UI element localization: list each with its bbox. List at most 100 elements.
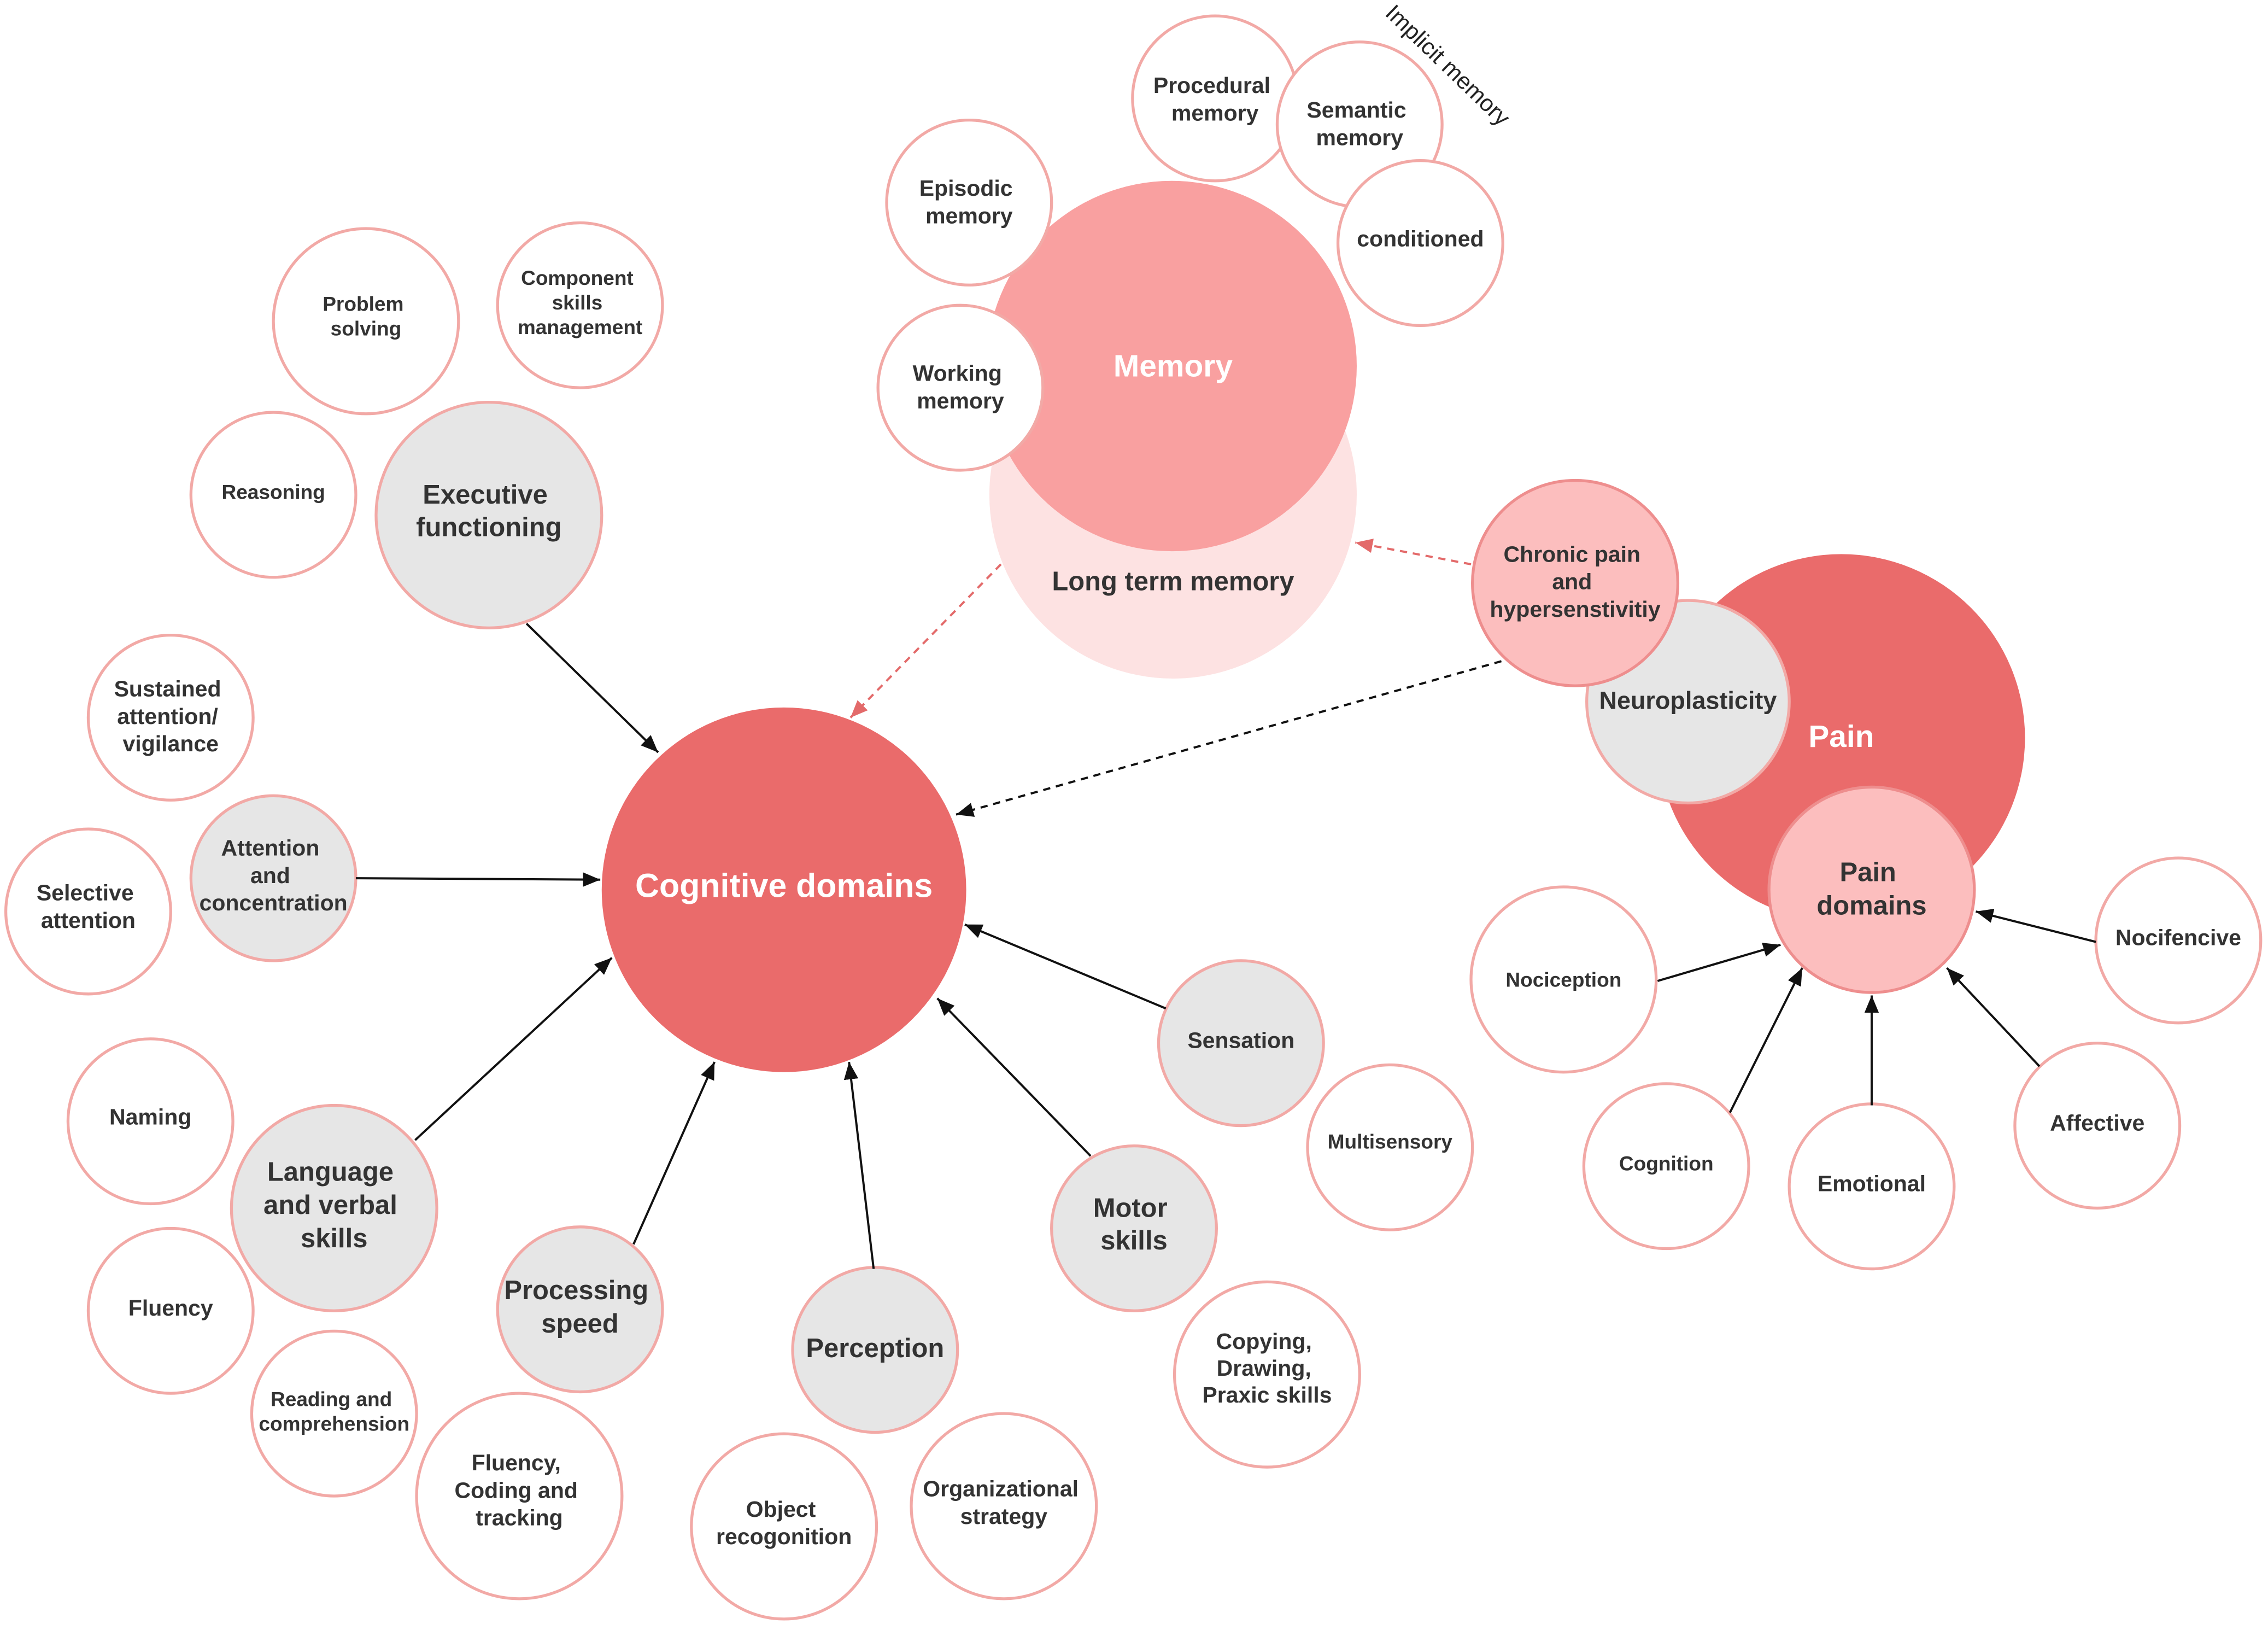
motor-skills-label-line-1: Motor xyxy=(1093,1193,1168,1223)
procedural-memory-label: Procedural memory xyxy=(1153,73,1277,125)
node-sensation: Sensation xyxy=(1157,959,1325,1127)
cognition-label-line-1: Cognition xyxy=(1619,1152,1714,1175)
arrow-sensation-to-cognitive xyxy=(964,923,1167,1010)
copying-drawing-label-line-1: Copying, xyxy=(1216,1329,1312,1354)
node-nocifencive: Nocifencive xyxy=(2094,856,2263,1025)
processing-speed-label-line-1: Processing xyxy=(504,1276,648,1305)
fluency-label-line-1: Fluency xyxy=(128,1295,213,1321)
nocifencive-label: Nocifencive xyxy=(2115,925,2241,950)
memory-label: Memory xyxy=(1114,349,1233,383)
fluency-coding-label-line-3: tracking xyxy=(476,1505,563,1530)
processing-speed-label: Processing speed xyxy=(504,1276,655,1339)
copying-drawing-praxic-label: Copying, Drawing, Praxic skills xyxy=(1202,1329,1332,1407)
nociception-circle xyxy=(1469,885,1658,1074)
memory-circle xyxy=(986,180,1357,552)
chronic-pain-label-line-2: and xyxy=(1552,569,1592,594)
node-memory: Memory xyxy=(986,180,1357,552)
node-sustained-attention: Sustained attention/ vigilance xyxy=(86,633,255,802)
organizational-strategy-label: Organizational strategy xyxy=(923,1476,1085,1529)
executive-functioning-label-line-1: Executive xyxy=(423,480,548,510)
node-affective: Affective xyxy=(2013,1042,2182,1210)
working-memory-circle xyxy=(876,303,1045,472)
copying-drawing-label-line-2: Drawing, xyxy=(1217,1356,1311,1381)
sustained-attention-circle xyxy=(86,633,255,802)
semantic-memory-label-line-1: Semantic xyxy=(1306,97,1406,122)
conditioned-label: conditioned xyxy=(1357,226,1484,252)
affective-circle xyxy=(2013,1042,2182,1210)
arrow-processing-to-cognitive xyxy=(632,1061,716,1245)
pain-label: Pain xyxy=(1808,719,1874,753)
attention-concentration-label-line-3: concentration xyxy=(200,890,348,915)
node-fluency: Fluency xyxy=(86,1226,255,1395)
node-language-verbal-skills: Language and verbal skills xyxy=(230,1103,438,1312)
fluency-label: Fluency xyxy=(128,1295,213,1321)
perception-label-line-1: Perception xyxy=(806,1334,944,1363)
node-pain-domains: Pain domains xyxy=(1767,785,1976,994)
episodic-memory-label: Episodic memory xyxy=(919,176,1019,228)
object-recognition-label-line-1: Object xyxy=(746,1497,816,1522)
pain-label-line-1: Pain xyxy=(1808,719,1874,753)
node-cognitive-domains: Cognitive domains xyxy=(601,707,966,1072)
executive-functioning-circle xyxy=(374,400,603,630)
arrow-executive-to-cognitive xyxy=(525,623,659,753)
pain-domains-circle xyxy=(1767,785,1976,994)
arrow-cognition-to-pain-domains xyxy=(1728,967,1803,1113)
perception-circle xyxy=(791,1266,959,1434)
fluency-coding-label-line-1: Fluency, xyxy=(472,1450,561,1475)
sustained-attention-label: Sustained attention/ vigilance xyxy=(114,676,227,757)
fluency-coding-label-line-2: Coding and xyxy=(455,1477,578,1503)
sustained-attention-label-line-2: attention/ xyxy=(117,704,218,729)
reasoning-circle xyxy=(189,411,358,579)
object-recognition-label: Object recogonition xyxy=(716,1497,852,1549)
connectors xyxy=(355,539,2096,1269)
node-chronic-pain-hypersensitivity: Chronic pain and hypersenstivitiy xyxy=(1471,478,1680,687)
working-memory-label-line-1: Working xyxy=(913,361,1002,386)
sustained-attention-label-line-3: vigilance xyxy=(123,731,219,756)
selective-attention-label: Selective attention xyxy=(37,880,140,933)
long-term-memory-label-line-1: Long term memory xyxy=(1052,567,1294,597)
reading-comprehension-circle xyxy=(250,1329,418,1498)
chronic-pain-label-line-3: hypersenstivitiy xyxy=(1490,597,1660,622)
problem-solving-circle xyxy=(272,227,460,416)
node-working-memory: Working memory xyxy=(876,303,1045,472)
reading-comprehension-label-line-1: Reading and xyxy=(271,1388,392,1411)
nocifencive-circle xyxy=(2094,856,2263,1025)
naming-circle xyxy=(66,1037,235,1206)
neuroplasticity-label-line-1: Neuroplasticity xyxy=(1599,686,1777,714)
arrow-language-to-cognitive xyxy=(414,957,613,1141)
selective-attention-label-line-2: attention xyxy=(41,908,136,933)
chronic-pain-hypersensitivity-label: Chronic pain and hypersenstivitiy xyxy=(1490,541,1660,622)
pain-domains-label-line-1: Pain xyxy=(1839,858,1896,887)
node-object-recognition: Object recogonition xyxy=(690,1432,878,1621)
attention-concentration-label-line-1: Attention xyxy=(221,836,319,861)
nociception-label: Nociception xyxy=(1505,968,1621,991)
episodic-memory-label-line-1: Episodic xyxy=(919,176,1013,201)
node-motor-skills: Motor skills xyxy=(1050,1144,1218,1312)
reading-comprehension-label: Reading and comprehension xyxy=(259,1388,409,1435)
node-selective-attention: Selective attention xyxy=(4,827,172,996)
sustained-attention-label-line-1: Sustained xyxy=(114,676,221,702)
cognition-label: Cognition xyxy=(1619,1152,1714,1175)
conditioned-label-line-1: conditioned xyxy=(1357,226,1484,252)
affective-label: Affective xyxy=(2050,1110,2144,1135)
naming-label: Naming xyxy=(109,1105,191,1130)
component-skills-management-label: Component skills management xyxy=(518,266,642,338)
cognitive-domains-label: Cognitive domains xyxy=(635,867,933,904)
motor-skills-label: Motor skills xyxy=(1093,1193,1175,1255)
motor-skills-circle xyxy=(1050,1144,1218,1312)
episodic-memory-label-line-2: memory xyxy=(925,203,1013,228)
organizational-strategy-circle xyxy=(910,1412,1098,1600)
multisensory-label-line-1: Multisensory xyxy=(1328,1130,1453,1153)
neuroplasticity-label: Neuroplasticity xyxy=(1599,686,1777,714)
perception-label: Perception xyxy=(806,1334,944,1363)
organizational-strategy-label-line-1: Organizational xyxy=(923,1476,1079,1502)
node-naming: Naming xyxy=(66,1037,235,1206)
executive-functioning-label: Executive functioning xyxy=(416,480,561,542)
node-copying-drawing-praxic: Copying, Drawing, Praxic skills xyxy=(1173,1280,1361,1469)
long-term-memory-label: Long term memory xyxy=(1052,567,1294,597)
component-skills-label-line-2: skills xyxy=(552,291,603,314)
fluency-coding-tracking-circle xyxy=(415,1392,624,1600)
node-problem-solving: Problem solving xyxy=(272,227,460,416)
semantic-memory-label-line-2: memory xyxy=(1316,125,1404,150)
working-memory-label-line-2: memory xyxy=(917,388,1004,413)
